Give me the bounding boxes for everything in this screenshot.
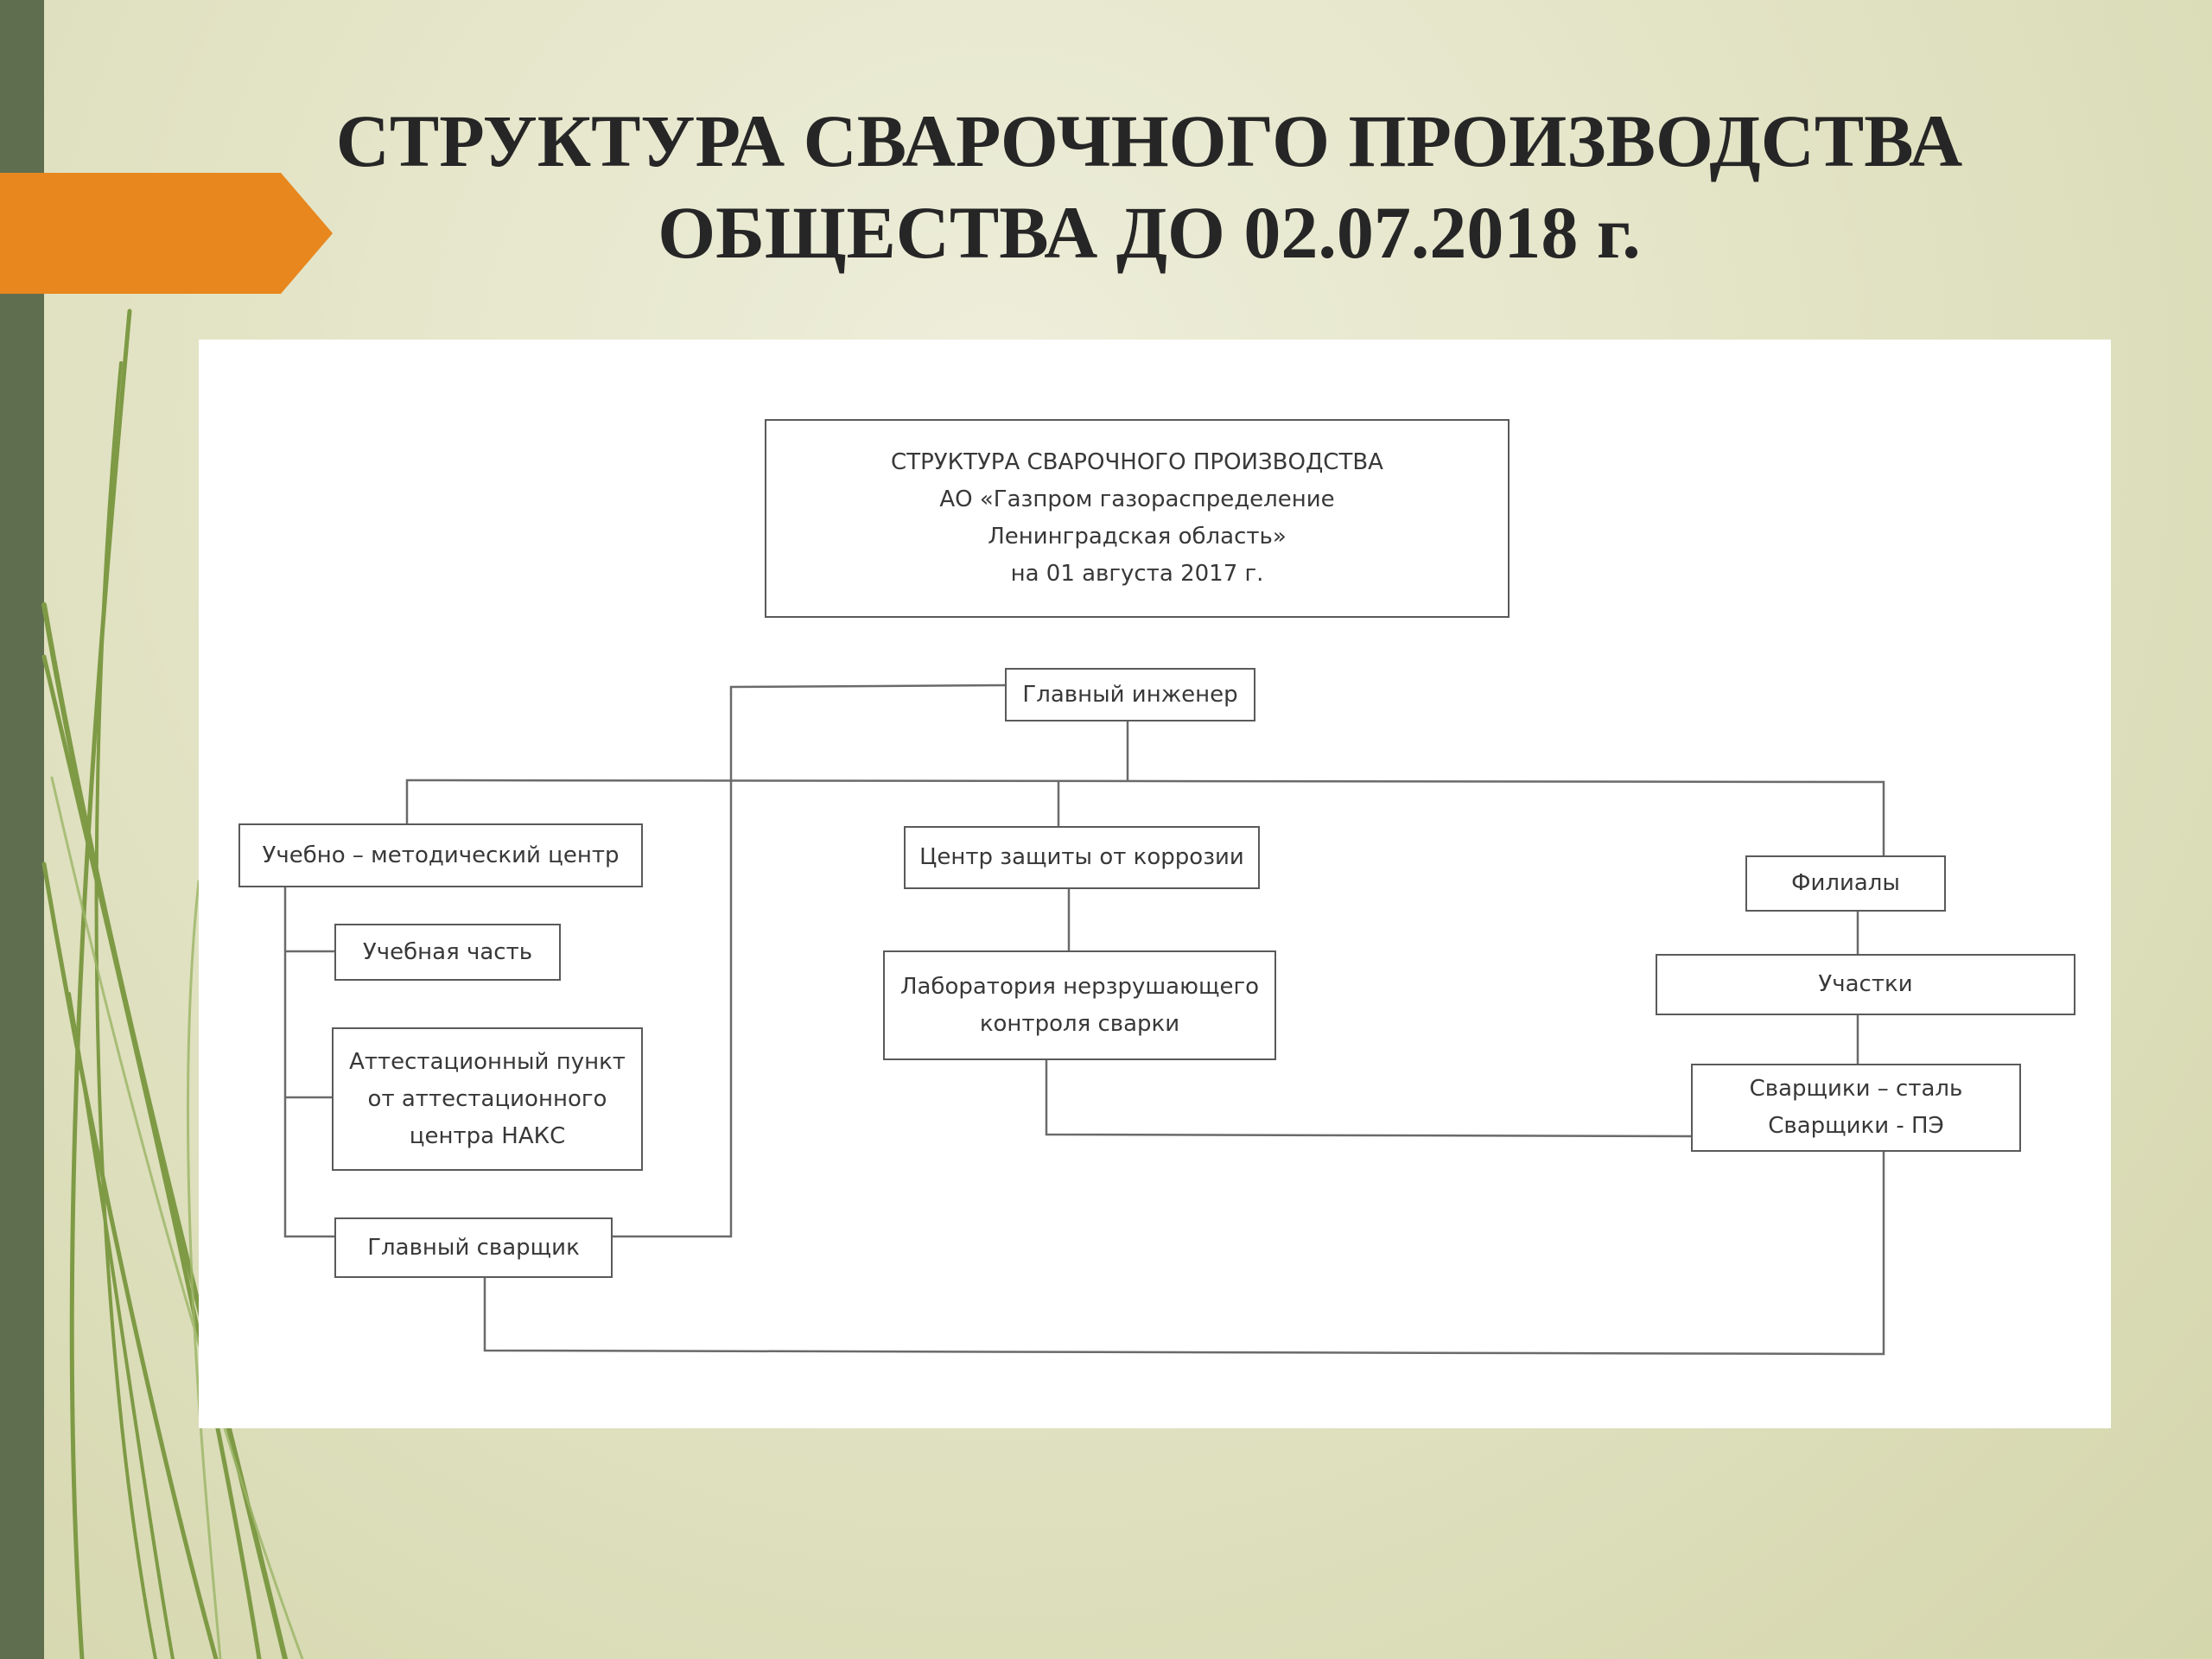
node-lab-line1: Лаборатория нерзрушающего (899, 973, 1260, 1000)
node-sections-label: Участки (1818, 971, 1913, 997)
header-box: СТРУКТУРА СВАРОЧНОГО ПРОИЗВОДСТВА АО «Га… (765, 419, 1510, 618)
node-lab-line2: контроля сварки (979, 1010, 1180, 1037)
connector-left-spine (283, 887, 334, 1238)
node-attestation-line2: от аттестационного (367, 1085, 607, 1112)
node-sections: Участки (1656, 954, 2075, 1015)
node-chief-welder-label: Главный сварщик (367, 1234, 580, 1261)
grass-decoration (41, 308, 304, 1659)
node-welders-line1: Сварщики – сталь (1749, 1076, 1963, 1102)
node-attestation-point: Аттестационный пункт от аттестационного … (332, 1027, 643, 1171)
header-line4: на 01 августа 2017 г. (1010, 561, 1264, 587)
node-attestation-line1: Аттестационный пункт (349, 1048, 626, 1075)
node-chief-engineer: Главный инженер (1005, 668, 1255, 721)
header-line1: СТРУКТУРА СВАРОЧНОГО ПРОИЗВОДСТВА (891, 449, 1383, 475)
node-corrosion-center: Центр защиты от коррозии (904, 826, 1260, 889)
node-training-center-label: Учебно – методический центр (262, 842, 620, 868)
node-training-unit-label: Учебная часть (362, 938, 533, 965)
slide-title: СТРУКТУРА СВАРОЧНОГО ПРОИЗВОДСТВА ОБЩЕСТ… (259, 95, 2039, 278)
node-attestation-line3: центра НАКС (409, 1122, 566, 1149)
node-branches-label: Филиалы (1791, 870, 1900, 896)
node-training-center: Учебно – методический центр (238, 823, 643, 887)
node-branches: Филиалы (1745, 855, 1946, 912)
connector-lab-welders (1045, 1060, 1692, 1138)
node-ndt-laboratory: Лаборатория нерзрушающего контроля сварк… (883, 950, 1276, 1060)
node-welders: Сварщики – сталь Сварщики - ПЭ (1691, 1064, 2021, 1152)
node-corrosion-center-label: Центр защиты от коррозии (919, 844, 1244, 870)
connector-top-horizontal (405, 779, 1885, 855)
slide-title-line2: ОБЩЕСТВА ДО 02.07.2018 г. (658, 191, 1641, 274)
org-chart-card: СТРУКТУРА СВАРОЧНОГО ПРОИЗВОДСТВА АО «Га… (199, 340, 2111, 1428)
node-chief-welder: Главный сварщик (334, 1217, 613, 1278)
node-training-unit: Учебная часть (334, 924, 561, 981)
orange-arrow-shape (0, 173, 333, 294)
header-line3: Ленинградская область» (988, 524, 1287, 550)
node-welders-line2: Сварщики - ПЭ (1768, 1113, 1944, 1139)
slide-title-line1: СТРУКТУРА СВАРОЧНОГО ПРОИЗВОДСТВА (335, 99, 1963, 182)
connector-lines (283, 683, 1885, 1356)
connector-chief-to-welder (613, 683, 1010, 1238)
header-line2: АО «Газпром газораспределение (939, 486, 1335, 512)
connector-bottom-loop (483, 1152, 1885, 1356)
node-chief-engineer-label: Главный инженер (1022, 681, 1238, 708)
